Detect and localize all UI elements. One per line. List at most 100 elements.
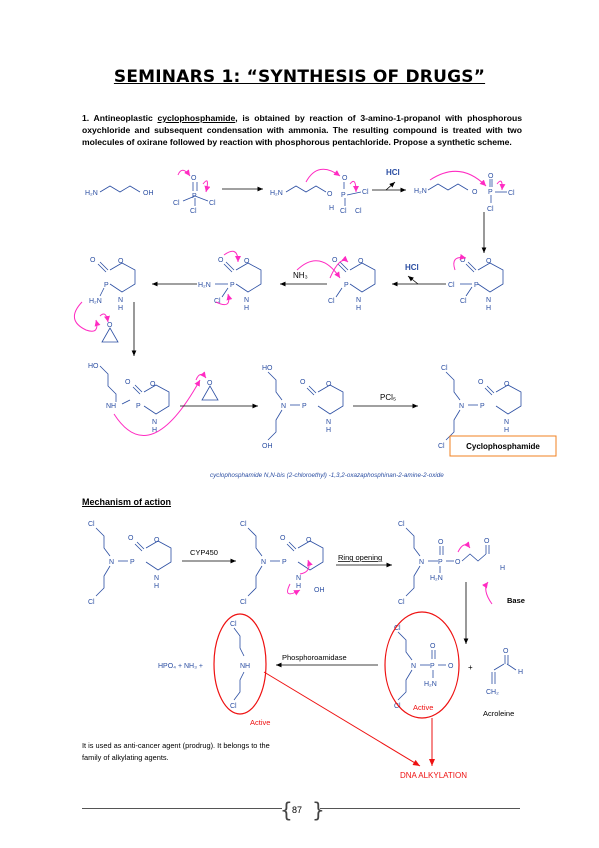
svg-text:H: H	[118, 305, 123, 312]
iupac-name: cyclophosphamide N,N-bis (2-chloroethyl)…	[210, 472, 444, 479]
question-text-start: Antineoplastic	[93, 113, 153, 123]
svg-text:HO: HO	[262, 365, 273, 372]
svg-text:H: H	[154, 583, 159, 590]
svg-text:O: O	[128, 535, 134, 542]
svg-text:P: P	[192, 193, 197, 200]
svg-text:OH: OH	[262, 443, 273, 450]
active-circle-right	[384, 611, 460, 719]
product-label: Cyclophosphamide	[466, 442, 540, 451]
mechanism-heading: Mechanism of action	[82, 497, 172, 507]
page-number: 87	[292, 805, 303, 815]
svg-text:H₂N: H₂N	[270, 190, 283, 197]
svg-text:P: P	[282, 559, 287, 566]
svg-text:O: O	[358, 258, 364, 265]
ring-opening-label: Ring opening	[338, 553, 382, 562]
svg-text:O: O	[503, 648, 509, 655]
active-label-right: Active	[413, 703, 433, 712]
svg-text:N: N	[154, 575, 159, 582]
svg-text:N: N	[152, 419, 157, 426]
footer-line-right	[320, 808, 520, 809]
svg-text:Cl: Cl	[340, 208, 347, 215]
svg-text:O: O	[150, 381, 156, 388]
svg-text:H₂N: H₂N	[89, 298, 102, 305]
svg-text:Cl: Cl	[362, 189, 369, 196]
svg-text:O: O	[488, 173, 494, 180]
svg-text:O: O	[280, 535, 286, 542]
svg-text:Cl: Cl	[190, 208, 197, 215]
svg-text:O: O	[448, 663, 454, 670]
svg-text:O: O	[107, 322, 113, 329]
svg-text:HO: HO	[88, 363, 99, 370]
svg-text:H₂N: H₂N	[430, 575, 443, 582]
svg-text:H: H	[504, 427, 509, 434]
svg-text:Cl: Cl	[438, 443, 445, 450]
svg-text:P: P	[344, 282, 349, 289]
svg-text:N: N	[296, 575, 301, 582]
svg-text:O: O	[191, 175, 197, 182]
svg-text:O: O	[118, 258, 124, 265]
hpo4-nh3-line: HPO₄ + NH₃ +	[158, 663, 203, 670]
reagent-nh3: NH₃	[293, 271, 308, 280]
svg-text:N: N	[459, 403, 464, 410]
svg-text:P: P	[104, 282, 109, 289]
svg-text:CH₂: CH₂	[486, 689, 499, 696]
svg-text:Cl: Cl	[88, 521, 95, 528]
svg-text:O: O	[484, 538, 490, 545]
reagent-hcl-2: HCl	[405, 263, 419, 272]
reagent-hcl-1: HCl	[386, 168, 400, 177]
oxirane-2	[201, 385, 219, 401]
svg-text:N: N	[419, 559, 424, 566]
page-title: SEMINARS 1: “SYNTHESIS OF DRUGS”	[113, 67, 486, 87]
svg-text:P: P	[488, 189, 493, 196]
svg-text:P: P	[480, 403, 485, 410]
svg-text:Cl: Cl	[398, 521, 405, 528]
acroleine-label: Acroleine	[483, 709, 514, 718]
question-paragraph: 1. Antineoplastic cyclophosphamide, is o…	[82, 112, 522, 149]
svg-text:O: O	[125, 379, 131, 386]
svg-text:O: O	[300, 379, 306, 386]
svg-text:OH: OH	[143, 190, 154, 197]
svg-text:O: O	[504, 381, 510, 388]
svg-text:H: H	[500, 565, 505, 572]
phosphoroamidase-label: Phosphoroamidase	[282, 653, 347, 662]
svg-text:O: O	[90, 257, 96, 264]
svg-text:H: H	[152, 427, 157, 434]
svg-text:OH: OH	[314, 587, 325, 594]
svg-text:O: O	[332, 257, 338, 264]
svg-text:Cl: Cl	[173, 200, 180, 207]
svg-text:Cl: Cl	[240, 521, 247, 528]
svg-text:N: N	[486, 297, 491, 304]
svg-text:O: O	[327, 191, 333, 198]
svg-text:NH: NH	[240, 663, 250, 670]
active-circle-left	[213, 613, 267, 715]
amino-propanol	[99, 185, 141, 193]
product-box	[449, 435, 557, 457]
svg-text:Cl: Cl	[88, 599, 95, 606]
svg-text:N: N	[261, 559, 266, 566]
svg-text:H₂N: H₂N	[85, 190, 98, 197]
active-label-left: Active	[250, 718, 270, 727]
svg-text:H: H	[486, 305, 491, 312]
svg-text:H: H	[329, 205, 334, 212]
svg-text:N: N	[109, 559, 114, 566]
footer-line-left	[82, 808, 282, 809]
reagent-pcl5: PCl₅	[380, 393, 396, 402]
cyp450-label: CYP450	[190, 548, 218, 557]
svg-text:P: P	[430, 663, 435, 670]
base-label: Base	[507, 596, 525, 605]
svg-text:N: N	[411, 663, 416, 670]
drug-name: cyclophosphamide	[157, 113, 236, 123]
svg-text:H₂N: H₂N	[424, 681, 437, 688]
question-number: 1.	[82, 113, 90, 123]
svg-text:P: P	[302, 403, 307, 410]
svg-text:H₂N: H₂N	[198, 282, 211, 289]
oxirane-1	[101, 327, 119, 343]
svg-text:Cl: Cl	[441, 365, 448, 372]
svg-text:Cl: Cl	[394, 625, 401, 632]
svg-text:O: O	[455, 559, 461, 566]
svg-text:Cl: Cl	[230, 703, 237, 710]
svg-text:N: N	[244, 297, 249, 304]
svg-text:+: +	[468, 663, 473, 672]
svg-text:O: O	[438, 539, 444, 546]
svg-text:NH: NH	[106, 403, 116, 410]
